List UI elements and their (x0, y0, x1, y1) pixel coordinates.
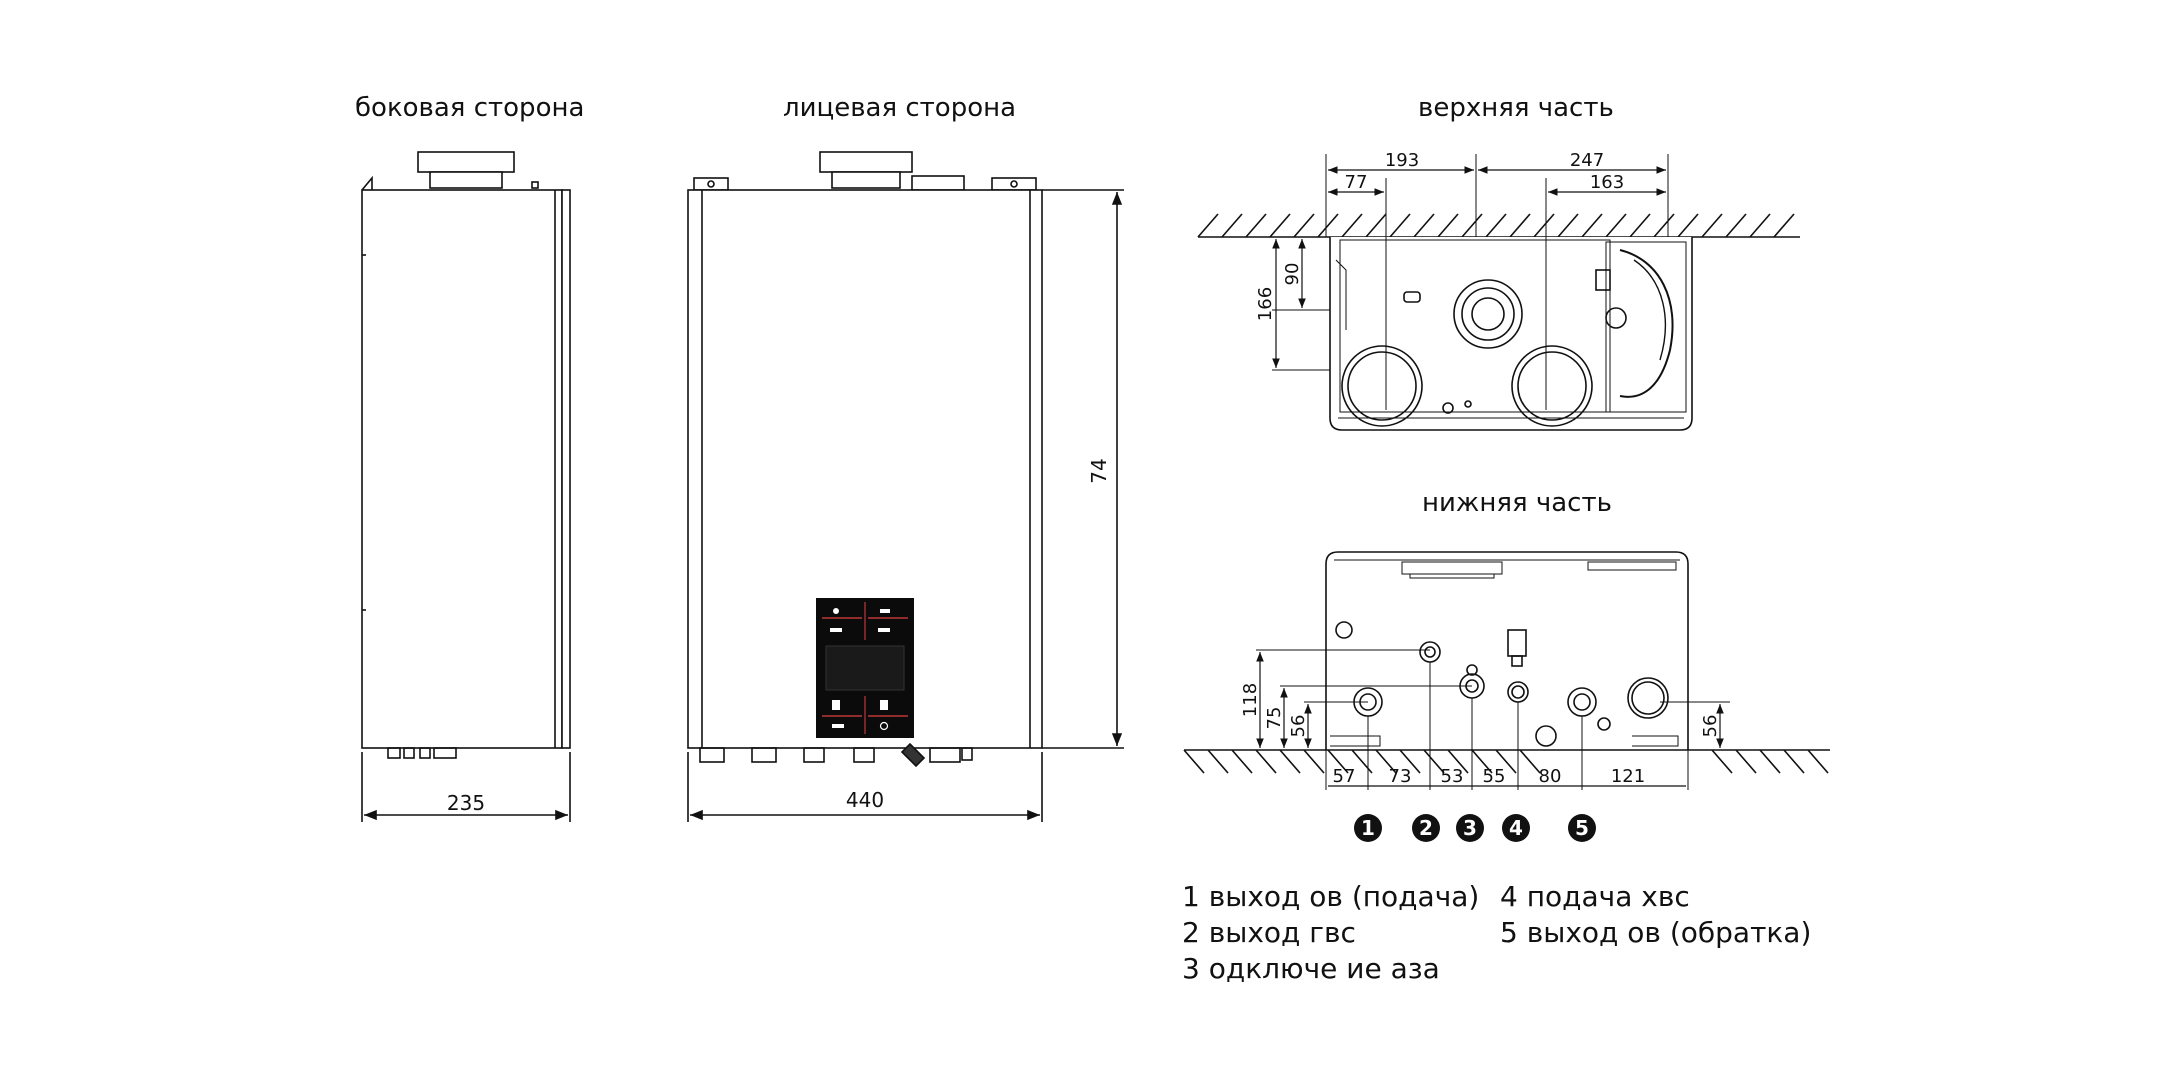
dim-56-left: 56 (1288, 715, 1309, 738)
dim-247: 247 (1570, 150, 1604, 171)
marker-4-label: 4 (1509, 816, 1523, 840)
dim-56-right: 56 (1700, 715, 1721, 738)
legend-item-5: 5 выход ов (обратка) (1500, 916, 1812, 949)
dim-73: 73 (1389, 766, 1412, 787)
dim-193: 193 (1385, 150, 1419, 171)
legend-item-2: 2 выход гвс (1182, 916, 1356, 949)
top-view-title: верхняя часть (1418, 93, 1614, 123)
control-panel (816, 598, 914, 738)
dim-55: 55 (1483, 766, 1506, 787)
dim-90: 90 (1282, 263, 1303, 286)
marker-1 (1354, 814, 1382, 842)
dim-163: 163 (1590, 172, 1624, 193)
dim-118: 118 (1240, 683, 1261, 717)
legend-item-4: 4 подача хвс (1500, 880, 1690, 913)
side-view-title: боковая сторона (355, 93, 585, 123)
dim-53: 53 (1441, 766, 1464, 787)
marker-4 (1502, 814, 1530, 842)
side-width-label: 235 (447, 791, 485, 815)
dim-75: 75 (1264, 707, 1285, 730)
marker-2 (1412, 814, 1440, 842)
marker-3 (1456, 814, 1484, 842)
marker-5-label: 5 (1575, 816, 1589, 840)
dim-77: 77 (1345, 172, 1368, 193)
marker-3-label: 3 (1463, 816, 1477, 840)
legend-item-3: 3 одключе ие аза (1182, 952, 1440, 985)
legend-item-1: 1 выход ов (подача) (1182, 880, 1480, 913)
front-height-label: 74 (1087, 458, 1111, 483)
dim-166: 166 (1255, 287, 1276, 321)
front-width-label: 440 (846, 788, 884, 812)
dim-80: 80 (1539, 766, 1562, 787)
bottom-view-title: нижняя часть (1422, 488, 1612, 518)
connection-markers: 1 2 3 4 5 (1354, 814, 1596, 842)
marker-1-label: 1 (1361, 816, 1375, 840)
bottom-view (1183, 551, 1830, 790)
dim-121: 121 (1611, 766, 1645, 787)
front-view-title: лицевая сторона (783, 93, 1017, 123)
marker-5 (1568, 814, 1596, 842)
marker-2-label: 2 (1419, 816, 1433, 840)
side-view (361, 151, 571, 822)
top-view (1197, 154, 1800, 431)
dim-57: 57 (1333, 766, 1356, 787)
